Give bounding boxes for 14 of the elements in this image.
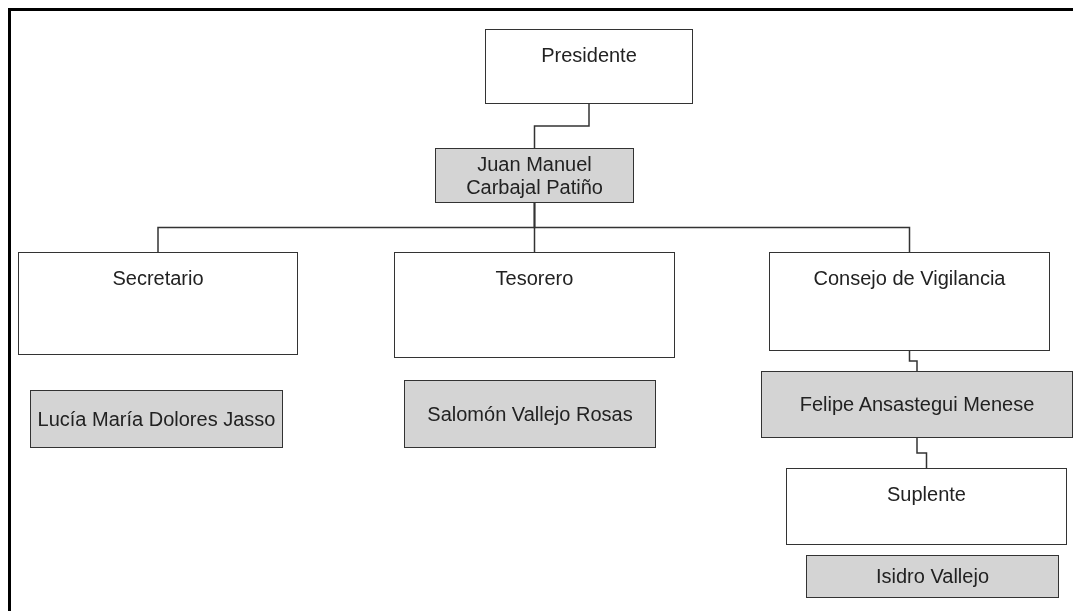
connector-line <box>533 103 590 149</box>
name-box: Felipe Ansastegui Menese <box>761 371 1073 438</box>
position-box: Consejo de Vigilancia <box>769 252 1050 351</box>
name-box: Lucía María Dolores Jasso <box>30 390 283 448</box>
name-box: Salomón Vallejo Rosas <box>404 380 656 448</box>
position-box: Suplente <box>786 468 1067 545</box>
connector-line <box>533 202 911 253</box>
position-box: Secretario <box>18 252 298 355</box>
connector-line <box>916 437 928 469</box>
name-box: Isidro Vallejo <box>806 555 1059 598</box>
name-box: Juan Manuel Carbajal Patiño <box>435 148 634 203</box>
position-box: Presidente <box>485 29 693 104</box>
position-box: Tesorero <box>394 252 675 358</box>
connector-line <box>908 350 918 372</box>
